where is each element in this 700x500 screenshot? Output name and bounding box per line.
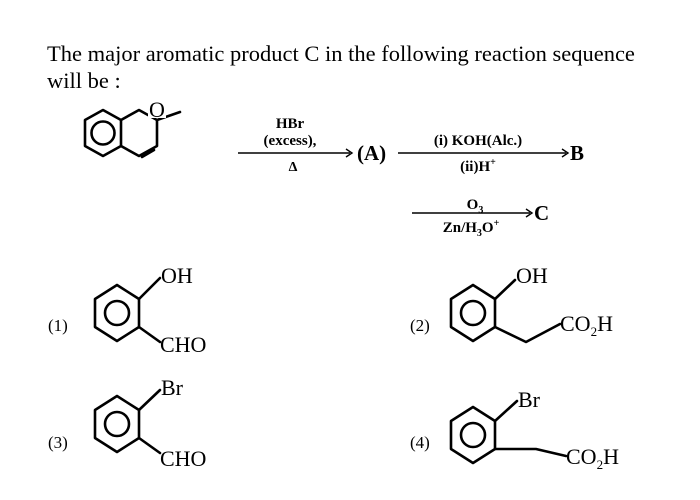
step1-reagent-excess: (excess), xyxy=(264,133,317,149)
starting-double-bond xyxy=(140,148,156,159)
option-2-side-chain xyxy=(493,322,562,344)
option-2-number: (2) xyxy=(410,316,430,335)
option-1-number: (1) xyxy=(48,316,68,335)
question-text: The major aromatic product C in the foll… xyxy=(47,40,667,94)
option-4-top-bond xyxy=(493,399,519,423)
starting-methyl-bond xyxy=(155,110,182,122)
step3-reagent-ozone: O3 xyxy=(467,197,484,216)
option-1-aromatic-circle xyxy=(103,299,131,327)
starting-pyran-ring-bonds xyxy=(119,118,159,158)
question-line-2: will be : xyxy=(47,68,121,93)
option-3-number: (3) xyxy=(48,433,68,452)
starting-material-structure: O xyxy=(83,97,182,159)
option-3-top-bond xyxy=(137,388,162,412)
option-4: (4) Br CO2H xyxy=(410,387,619,472)
step1-reagent-heat: Δ xyxy=(289,160,298,175)
option-1-benzene-ring xyxy=(93,283,141,343)
option-1-top-bond xyxy=(137,276,162,301)
option-4-top-group: Br xyxy=(518,387,541,412)
option-1: (1) OH CHO xyxy=(48,263,206,357)
option-1-bottom-bond xyxy=(137,325,162,344)
option-3: (3) Br CHO xyxy=(48,375,206,471)
option-3-top-group: Br xyxy=(161,375,184,400)
option-4-chain-group: CO2H xyxy=(566,444,619,472)
option-2-aromatic-circle xyxy=(459,299,487,327)
option-2-top-group: OH xyxy=(516,263,548,288)
option-4-number: (4) xyxy=(410,433,430,452)
step2-reagent-koh: (i) KOH(Alc.) xyxy=(434,133,522,149)
intermediate-b-label: B xyxy=(570,141,584,165)
reaction-step-3: O3 Zn/H3O+ C xyxy=(412,197,549,239)
option-3-bottom-group: CHO xyxy=(160,446,206,471)
step2-reagent-acid: (ii)H+ xyxy=(460,157,496,175)
intermediate-a-label: (A) xyxy=(357,141,386,165)
option-3-aromatic-circle xyxy=(103,410,131,438)
product-c-label: C xyxy=(534,201,549,225)
option-4-aromatic-circle xyxy=(459,421,487,449)
option-1-top-group: OH xyxy=(161,263,193,288)
reaction-step-2: (i) KOH(Alc.) (ii)H+ B xyxy=(398,133,584,175)
question-line-1: The major aromatic product C in the foll… xyxy=(47,41,635,66)
starting-aromatic-circle xyxy=(90,120,116,146)
option-1-bottom-group: CHO xyxy=(160,332,206,357)
reaction-step-1: HBr (excess), Δ (A) xyxy=(238,116,386,175)
step3-reagent-workup: Zn/H3O+ xyxy=(443,218,500,239)
option-2: (2) OH CO2H xyxy=(410,263,613,344)
option-3-bottom-bond xyxy=(137,436,162,455)
option-2-top-bond xyxy=(493,278,517,301)
option-4-side-chain xyxy=(493,447,568,458)
option-2-benzene-ring xyxy=(449,283,497,343)
option-2-chain-group: CO2H xyxy=(560,311,613,339)
option-4-benzene-ring xyxy=(449,405,497,465)
step1-reagent-hbr: HBr xyxy=(276,116,305,132)
ring-oxygen-label: O xyxy=(149,97,165,122)
option-3-benzene-ring xyxy=(93,394,141,454)
